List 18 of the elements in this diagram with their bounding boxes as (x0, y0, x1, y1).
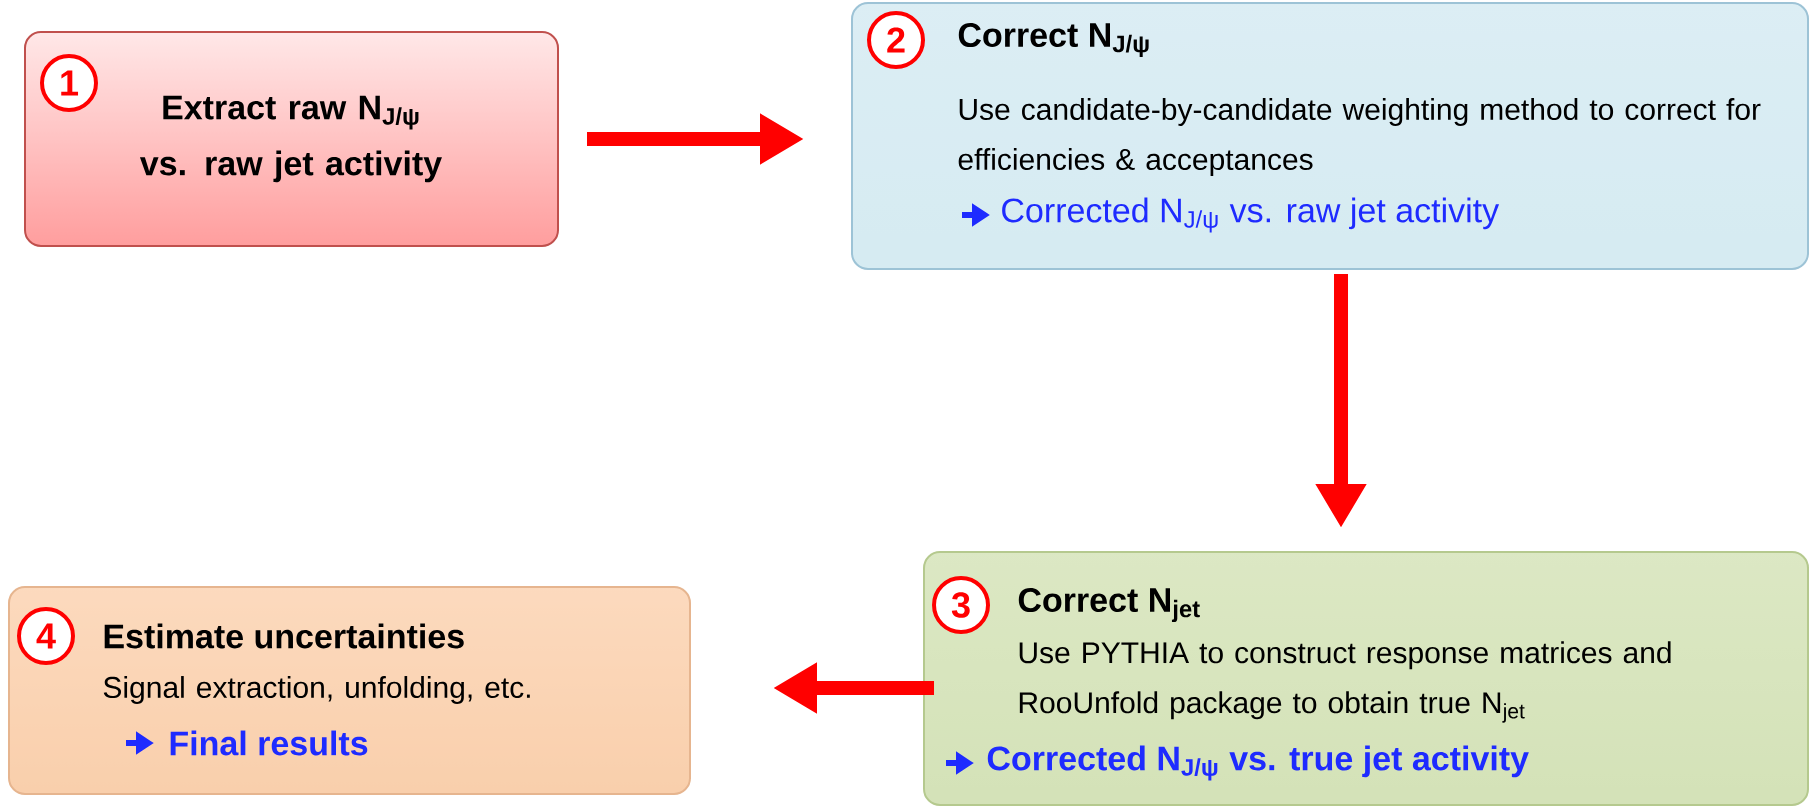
process-box (923, 551, 1809, 806)
process-box (24, 31, 559, 247)
result-text: Final results (170, 730, 368, 756)
step-description: Signal extraction, unfolding, etc. (103, 676, 530, 704)
step-number: 2 (867, 11, 925, 69)
step-description: Use candidate-by-candidate weighting method to correct for efficiencies & acceptances (958, 98, 1761, 176)
step-title: Correct N$_{J/ψ}$ (958, 23, 1149, 58)
step-title: Estimate uncertainties (104, 623, 464, 649)
result-text: Corrected N$_{J/ψ}$ vs. true jet activity (987, 745, 1529, 781)
step-number: 1 (40, 54, 98, 112)
step-number: 3 (932, 576, 990, 634)
result-text: Corrected N$_{J/ψ}$ vs. raw jet activity (1002, 197, 1500, 233)
step-title: Extract raw N$_{J/ψ}$ vs. raw jet activity (139, 95, 442, 183)
step-description: Use PYTHIA to construct response matrices and RooUnfold package to obtain true N$_{jet}$ (1019, 641, 1671, 723)
step-number: 4 (17, 607, 75, 665)
process-box (851, 2, 1809, 270)
process-box (8, 586, 691, 795)
step-title: Correct N$_{jet}$ (1018, 588, 1200, 623)
